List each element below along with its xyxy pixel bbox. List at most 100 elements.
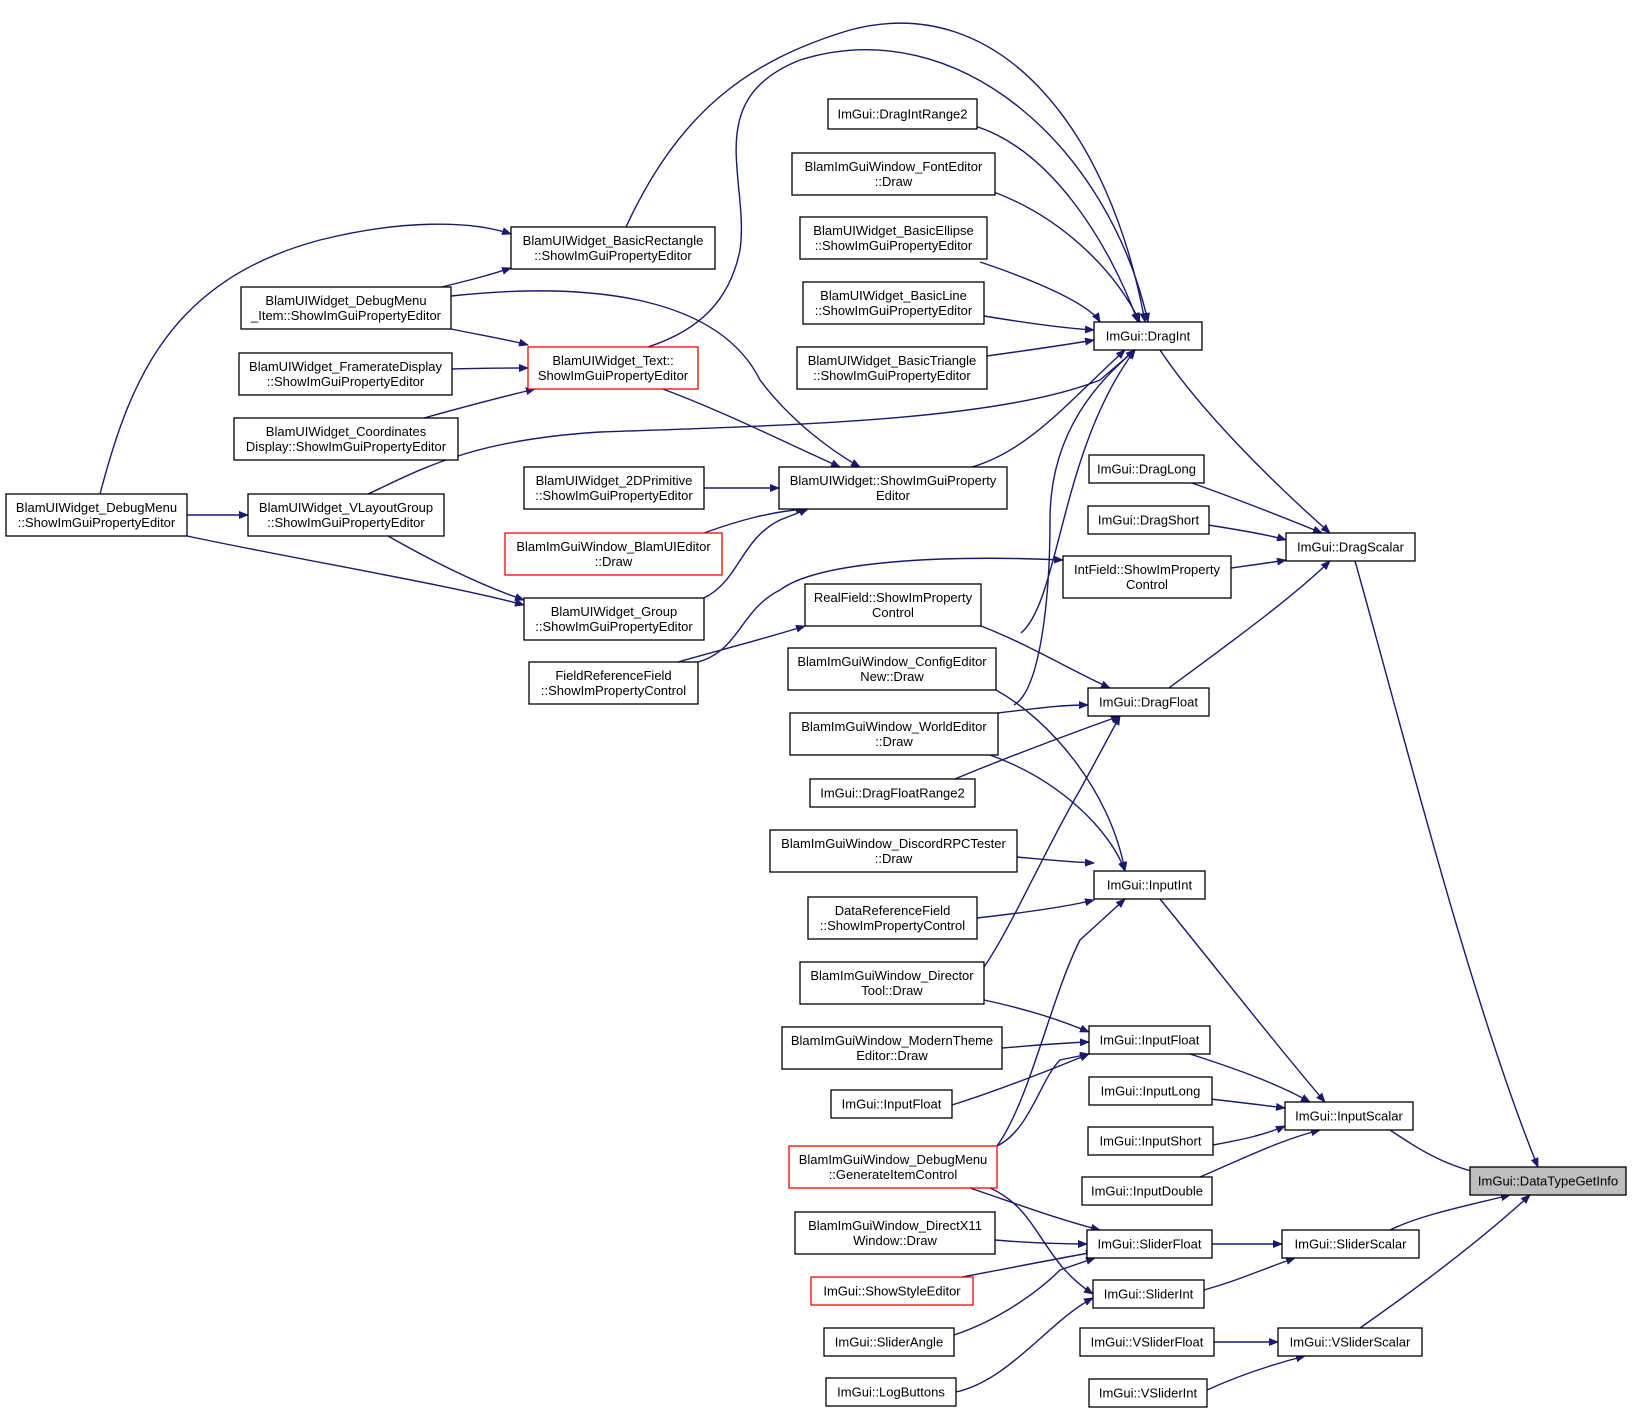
- node-label: BlamImGuiWindow_ConfigEditor: [797, 654, 987, 669]
- node-label: ::ShowImGuiPropertyEditor: [535, 619, 693, 634]
- graph-node-dragfloat[interactable]: ImGui::DragFloat: [1087, 687, 1210, 717]
- graph-node-prim2d[interactable]: BlamUIWidget_2DPrimitive::ShowImGuiPrope…: [523, 466, 705, 510]
- graph-node-logbuttons[interactable]: ImGui::LogButtons: [825, 1377, 957, 1407]
- graph-node-inputlong[interactable]: ImGui::InputLong: [1088, 1076, 1213, 1106]
- call-edge: [1389, 1193, 1511, 1231]
- graph-node-dragintrange2[interactable]: ImGui::DragIntRange2: [827, 98, 978, 130]
- graph-node-dragint[interactable]: ImGui::DragInt: [1093, 321, 1203, 351]
- node-box: [523, 597, 705, 641]
- call-edge: [677, 624, 806, 663]
- graph-node-sliderint[interactable]: ImGui::SliderInt: [1092, 1279, 1205, 1309]
- graph-node-inputfloat[interactable]: ImGui::InputFloat: [1088, 1025, 1211, 1055]
- graph-node-dataref[interactable]: DataReferenceField::ShowImPropertyContro…: [807, 896, 978, 940]
- node-box: [1088, 454, 1205, 484]
- node-box: [1062, 555, 1232, 599]
- node-box: [1281, 1229, 1420, 1259]
- node-label: ::Draw: [875, 174, 913, 189]
- call-edge: [1168, 560, 1331, 689]
- call-edge: [979, 261, 1101, 323]
- graph-node-intfield[interactable]: IntField::ShowImPropertyControl: [1062, 555, 1232, 599]
- graph-node-showstyle[interactable]: ImGui::ShowStyleEditor: [810, 1276, 974, 1306]
- graph-node-vsliderfloat[interactable]: ImGui::VSliderFloat: [1079, 1327, 1215, 1357]
- node-box: [247, 493, 445, 537]
- node-label: ImGui::InputInt: [1107, 878, 1193, 893]
- node-box: [238, 352, 453, 396]
- graph-nodes: ImGui::DragIntRange2BlamImGuiWindow_Font…: [5, 98, 1627, 1408]
- node-box: [1088, 1076, 1213, 1106]
- node-label: FieldReferenceField: [555, 668, 671, 683]
- graph-node-vsliderint[interactable]: ImGui::VSliderInt: [1088, 1378, 1208, 1408]
- node-label: ::Draw: [875, 851, 913, 866]
- node-box: [794, 1211, 996, 1255]
- node-box: [1284, 1101, 1414, 1131]
- node-label: BlamImGuiWindow_DiscordRPCTester: [781, 836, 1006, 851]
- graph-node-dragtrue[interactable]: ImGui::DragLong: [1088, 454, 1205, 484]
- graph-node-fonteditor[interactable]: BlamImGuiWindow_FontEditor::Draw: [791, 152, 996, 196]
- node-label: BlamUIWidget_Text::: [552, 353, 673, 368]
- graph-node-blamuieditor[interactable]: BlamImGuiWindow_BlamUIEditor::Draw: [504, 532, 723, 576]
- node-label: ImGui::DragLong: [1097, 462, 1196, 477]
- graph-node-basicline[interactable]: BlamUIWidget_BasicLine::ShowImGuiPropert…: [802, 281, 985, 325]
- graph-node-widget[interactable]: BlamUIWidget::ShowImGuiPropertyEditor: [778, 466, 1008, 510]
- call-edge: [186, 535, 525, 607]
- graph-node-sliderangle[interactable]: ImGui::SliderAngle: [823, 1327, 955, 1357]
- graph-node-coords[interactable]: BlamUIWidget_CoordinatesDisplay::ShowImG…: [233, 417, 459, 461]
- graph-node-dragscalar[interactable]: ImGui::DragScalar: [1285, 532, 1416, 562]
- graph-node-discord[interactable]: BlamImGuiWindow_DiscordRPCTester::Draw: [769, 829, 1018, 873]
- node-label: ImGui::DragInt: [1106, 329, 1191, 344]
- node-label: ImGui::VSliderScalar: [1290, 1335, 1411, 1350]
- node-label: Control: [872, 605, 914, 620]
- graph-node-vsliderscalar[interactable]: ImGui::VSliderScalar: [1277, 1327, 1423, 1357]
- graph-node-basicellipse[interactable]: BlamUIWidget_BasicEllipse::ShowImGuiProp…: [799, 216, 988, 260]
- graph-node-inputscalar[interactable]: ImGui::InputScalar: [1284, 1101, 1414, 1131]
- graph-node-worldeditor[interactable]: BlamImGuiWindow_WorldEditor::Draw: [789, 712, 999, 756]
- node-box: [769, 829, 1018, 873]
- graph-node-debugmenuitem[interactable]: BlamUIWidget_DebugMenu_Item::ShowImGuiPr…: [240, 286, 452, 330]
- graph-node-inputshort[interactable]: ImGui::InputShort: [1087, 1126, 1214, 1156]
- call-edge: [1203, 1257, 1296, 1291]
- node-box: [1285, 532, 1416, 562]
- call-edge: [953, 1257, 1096, 1336]
- graph-node-realfield[interactable]: RealField::ShowImPropertyControl: [804, 583, 982, 627]
- graph-node-datatypegetinfo[interactable]: ImGui::DataTypeGetInfo: [1469, 1166, 1627, 1196]
- graph-node-dragshort[interactable]: ImGui::DragShort: [1087, 505, 1210, 535]
- node-label: RealField::ShowImProperty: [814, 590, 973, 605]
- call-edge: [1189, 1053, 1311, 1103]
- call-edge: [625, 22, 1148, 323]
- node-label: ::Draw: [595, 554, 633, 569]
- graph-node-framerate[interactable]: BlamUIWidget_FramerateDisplay::ShowImGui…: [238, 352, 453, 396]
- node-box: [827, 98, 978, 130]
- graph-node-sliderscalar[interactable]: ImGui::SliderScalar: [1281, 1229, 1420, 1259]
- node-label: ImGui::DragShort: [1098, 513, 1200, 528]
- node-label: BlamImGuiWindow_WorldEditor: [801, 719, 987, 734]
- call-edge: [983, 999, 1090, 1033]
- node-label: BlamImGuiWindow_Director: [810, 968, 974, 983]
- call-edge: [697, 555, 1064, 663]
- graph-node-debugmenuwin[interactable]: BlamImGuiWindow_DebugMenu::GenerateItemC…: [788, 1145, 998, 1189]
- graph-node-dragfloatrange2[interactable]: ImGui::DragFloatRange2: [809, 778, 976, 808]
- graph-node-inputfloat2[interactable]: ImGui::InputFloat: [830, 1089, 953, 1119]
- graph-node-basictriangle[interactable]: BlamUIWidget_BasicTriangle::ShowImGuiPro…: [796, 346, 988, 390]
- graph-node-debugmenu[interactable]: BlamUIWidget_DebugMenu::ShowImGuiPropert…: [5, 493, 188, 537]
- graph-node-group[interactable]: BlamUIWidget_Group::ShowImGuiPropertyEdi…: [523, 597, 705, 641]
- call-edge: [989, 754, 1126, 872]
- graph-node-sliderfloat[interactable]: ImGui::SliderFloat: [1086, 1229, 1213, 1259]
- graph-node-inputdouble[interactable]: ImGui::InputDouble: [1081, 1176, 1213, 1206]
- graph-node-vlayout[interactable]: BlamUIWidget_VLayoutGroup::ShowImGuiProp…: [247, 493, 445, 537]
- graph-node-inputint[interactable]: ImGui::InputInt: [1093, 870, 1206, 900]
- call-edge: [995, 689, 1128, 872]
- node-label: ImGui::InputDouble: [1091, 1184, 1203, 1199]
- node-label: ImGui::SliderAngle: [835, 1335, 943, 1350]
- graph-node-fieldref[interactable]: FieldReferenceField::ShowImPropertyContr…: [528, 661, 699, 705]
- graph-node-text[interactable]: BlamUIWidget_Text::ShowImGuiPropertyEdit…: [527, 346, 699, 390]
- call-edge: [450, 290, 861, 468]
- call-edge: [441, 267, 512, 288]
- call-edge: [1191, 482, 1323, 534]
- node-box: [5, 493, 188, 537]
- call-edge: [986, 337, 1095, 357]
- graph-node-basicrect[interactable]: BlamUIWidget_BasicRectangle::ShowImGuiPr…: [510, 226, 716, 270]
